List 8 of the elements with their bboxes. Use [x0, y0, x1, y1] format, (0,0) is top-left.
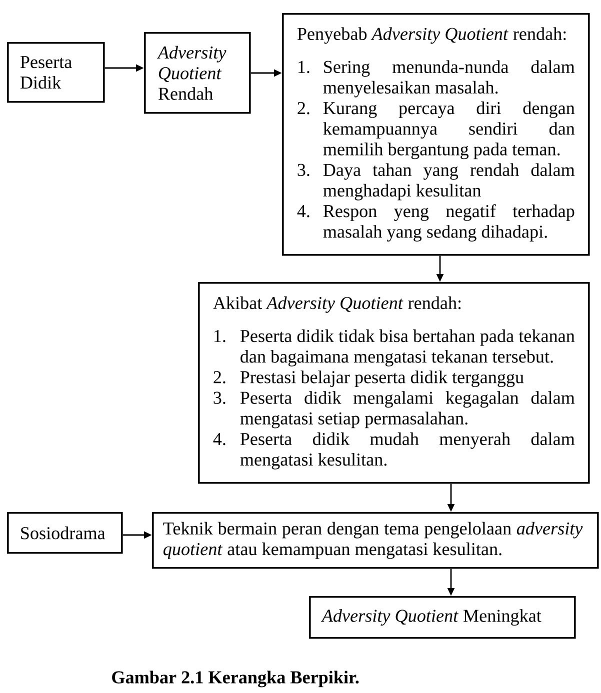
process-box: Sosiodrama [7, 512, 123, 554]
list-box: Akibat Adversity Quotient rendah: 1. Peserta didik tidak bisa bertahan pada tekanan dan bagaimana mengatasi tekanan tersebut. 2. Prestasi belajar peserta didik terganggu 3. Peserta didik mengalami kegagalan dalam mengatasi setiap permasalahan. 4. Peserta didik mudah menyerah dalam mengatasi kesulitan. [198, 282, 590, 484]
process-box: Adversity Quotient Rendah [144, 32, 251, 114]
list-box: Penyebab Adversity Quotient rendah: 1. Sering menunda-nunda dalam menyelesaikan masalah. 2. Kurang percaya diri dengan kemampuannya sendiri dan memilih bergantung pada teman. 3. Daya tahan yang rendah dalam menghadapi kesulitan 4. Respon yeng negatif terhadap masalah yang sedang dihadapi. [282, 13, 590, 256]
process-box: Peserta Didik [7, 42, 105, 103]
process-box: Adversity Quotient Meningkat [309, 596, 576, 639]
process-box: Teknik bermain peran dengan tema pengelolaan adversity quotient atau kemampuan mengatasi kesulitan. [152, 512, 599, 569]
figure-caption: Gambar 2.1 Kerangka Berpikir. [112, 670, 359, 688]
